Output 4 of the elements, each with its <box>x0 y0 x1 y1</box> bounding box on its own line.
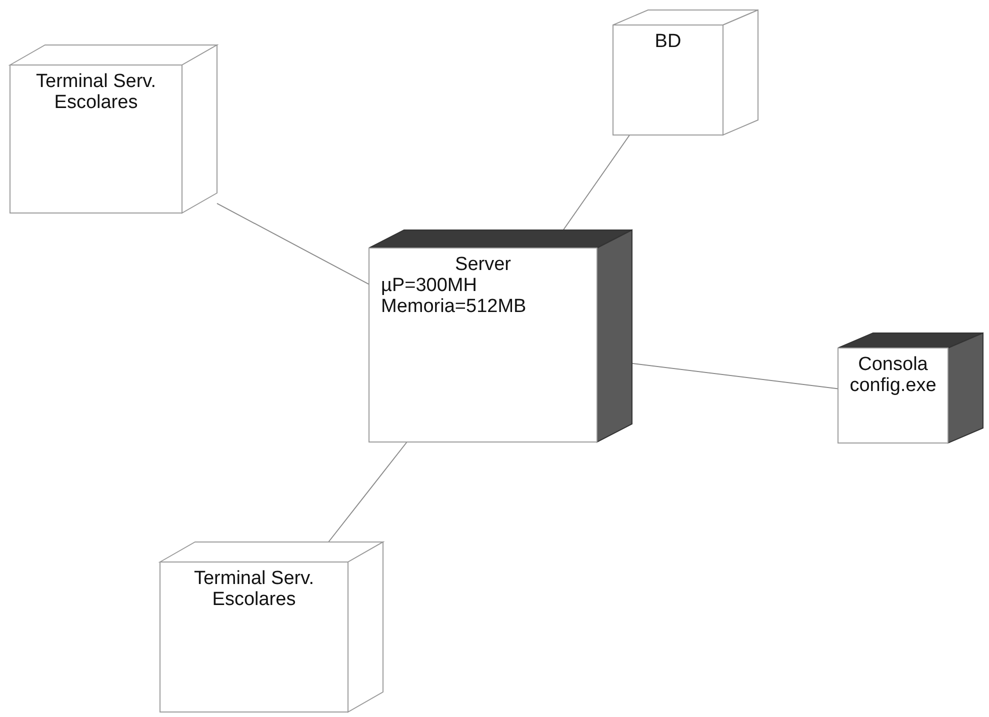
connector-line <box>562 134 630 230</box>
connector-line <box>632 362 838 390</box>
connector-line <box>216 202 370 285</box>
connector-line <box>328 442 408 542</box>
